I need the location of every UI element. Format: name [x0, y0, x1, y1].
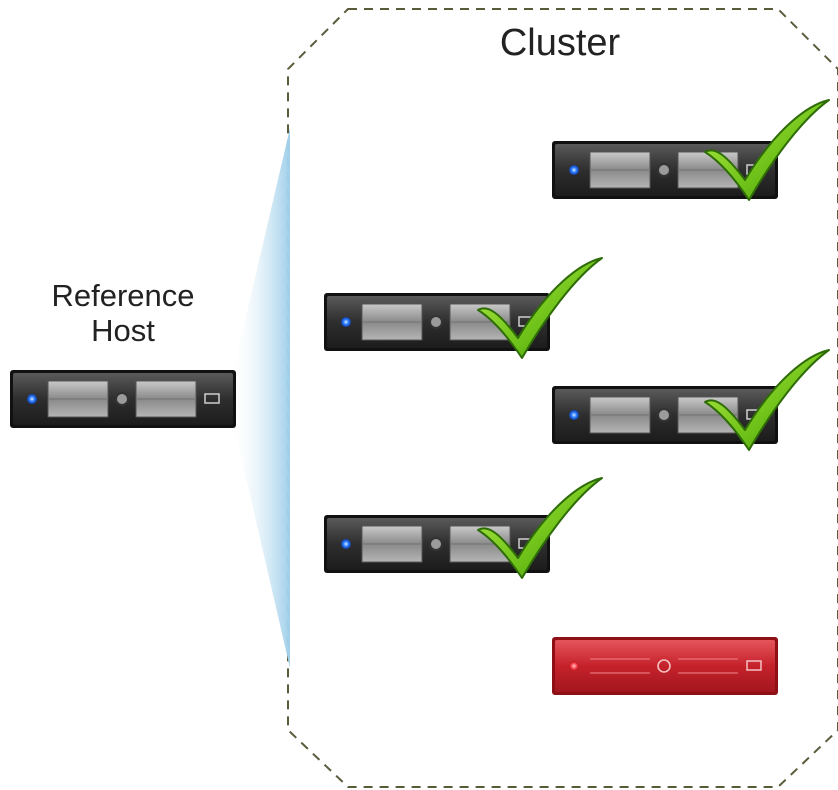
reference-host-label: Reference Host — [0, 278, 246, 348]
reference-host-server-icon — [9, 369, 237, 429]
reference-projection — [234, 128, 290, 668]
cluster-title: Cluster — [499, 22, 621, 64]
host-5-server-failed-icon — [552, 637, 778, 695]
reference-host-label-line2: Host — [91, 313, 155, 348]
reference-host-label-line1: Reference — [51, 278, 195, 313]
